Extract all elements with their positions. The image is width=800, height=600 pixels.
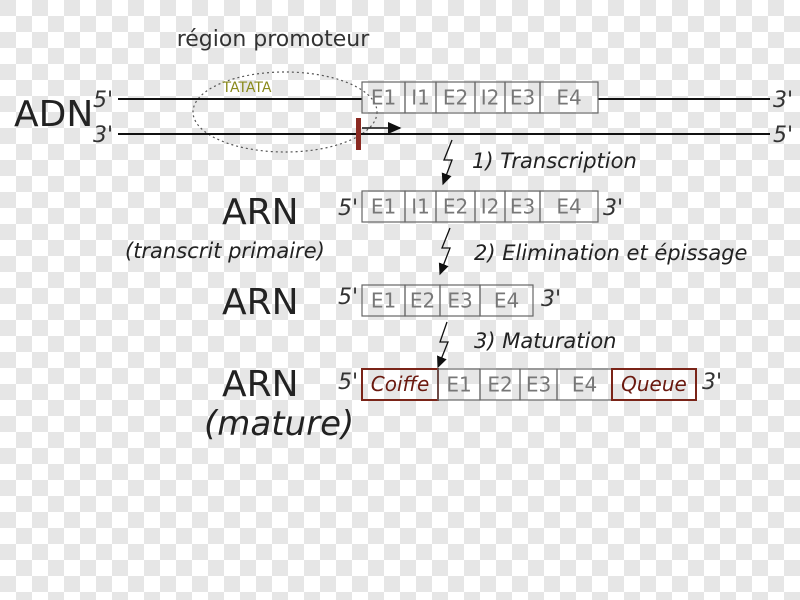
cap-label: Coiffe bbox=[371, 372, 430, 396]
dna-bottom-3prime: 3' bbox=[93, 123, 113, 148]
rna2-label: ARN bbox=[222, 282, 299, 323]
rna2-3prime: 3' bbox=[541, 287, 561, 312]
rna3-5prime: 5' bbox=[338, 370, 358, 395]
dna-segment-label-e3: E3 bbox=[510, 86, 535, 110]
rna1-sublabel: (transcrit primaire) bbox=[125, 239, 325, 263]
dna-segment-label-e2: E2 bbox=[443, 86, 468, 110]
rna1-segment-box-e4 bbox=[539, 190, 599, 223]
rna3-label: ARN bbox=[222, 364, 299, 405]
rna3-segment-label-e2: E2 bbox=[487, 373, 512, 397]
rna2-segment-box-e4 bbox=[479, 284, 534, 317]
rna1-label: ARN bbox=[222, 192, 299, 233]
rna1-segment-label-e1: E1 bbox=[371, 195, 396, 219]
dna-label: ADN bbox=[14, 94, 93, 135]
rna1-segment-label-e2: E2 bbox=[443, 195, 468, 219]
rna1-segment-label-i1: I1 bbox=[411, 195, 430, 219]
step1-label: 1) Transcription bbox=[472, 149, 637, 173]
rna3-segment-label-e1: E1 bbox=[446, 373, 471, 397]
dna-segment-label-e4: E4 bbox=[556, 86, 581, 110]
step3-label: 3) Maturation bbox=[474, 329, 617, 353]
rna3-segments: E1 E2 E3 E4 bbox=[437, 368, 613, 401]
dna-segment-label-e1: E1 bbox=[371, 86, 396, 110]
dna-bottom-5prime: 5' bbox=[773, 123, 793, 148]
rna3-sublabel: (mature) bbox=[204, 404, 354, 444]
transcription-start-marker bbox=[356, 118, 361, 150]
tail-box bbox=[611, 368, 697, 401]
tail-label: Queue bbox=[621, 372, 687, 396]
rna2-segment-label-e3: E3 bbox=[447, 289, 472, 313]
dna-segment-label-i2: I2 bbox=[481, 86, 500, 110]
step2-label: 2) Elimination et épissage bbox=[474, 241, 747, 265]
dna-top-5prime: 5' bbox=[93, 88, 113, 113]
rna2-segments: E1 E2 E3 E4 bbox=[361, 284, 534, 317]
promoter-ellipse bbox=[192, 71, 378, 153]
rna2-segment-label-e1: E1 bbox=[371, 289, 396, 313]
dna-segment-label-i1: I1 bbox=[411, 86, 430, 110]
rna2-segment-label-e4: E4 bbox=[494, 289, 519, 313]
rna1-5prime: 5' bbox=[338, 196, 358, 221]
dna-gene-segments: E1 I1 E2 I2 E3 E4 bbox=[361, 81, 599, 114]
rna1-segment-label-i2: I2 bbox=[481, 195, 500, 219]
rna3-3prime: 3' bbox=[702, 370, 722, 395]
dna-segment-box-e4 bbox=[539, 81, 599, 114]
rna1-segment-label-e3: E3 bbox=[510, 195, 535, 219]
rna2-5prime: 5' bbox=[338, 285, 358, 310]
promoter-title: région promoteur bbox=[177, 27, 371, 52]
rna1-segment-label-e4: E4 bbox=[556, 195, 581, 219]
rna1-3prime: 3' bbox=[603, 196, 623, 221]
step1-arrow bbox=[441, 139, 453, 186]
step3-arrow bbox=[437, 321, 449, 369]
rna2-segment-label-e2: E2 bbox=[410, 289, 435, 313]
rna3-segment-label-e4: E4 bbox=[572, 373, 597, 397]
step2-arrow bbox=[438, 227, 451, 276]
rna1-segments: E1 I1 E2 I2 E3 E4 bbox=[361, 190, 599, 223]
dna-top-3prime: 3' bbox=[773, 88, 793, 113]
tata-box-label: TATATA bbox=[222, 80, 272, 96]
rna3-segment-label-e3: E3 bbox=[526, 373, 551, 397]
